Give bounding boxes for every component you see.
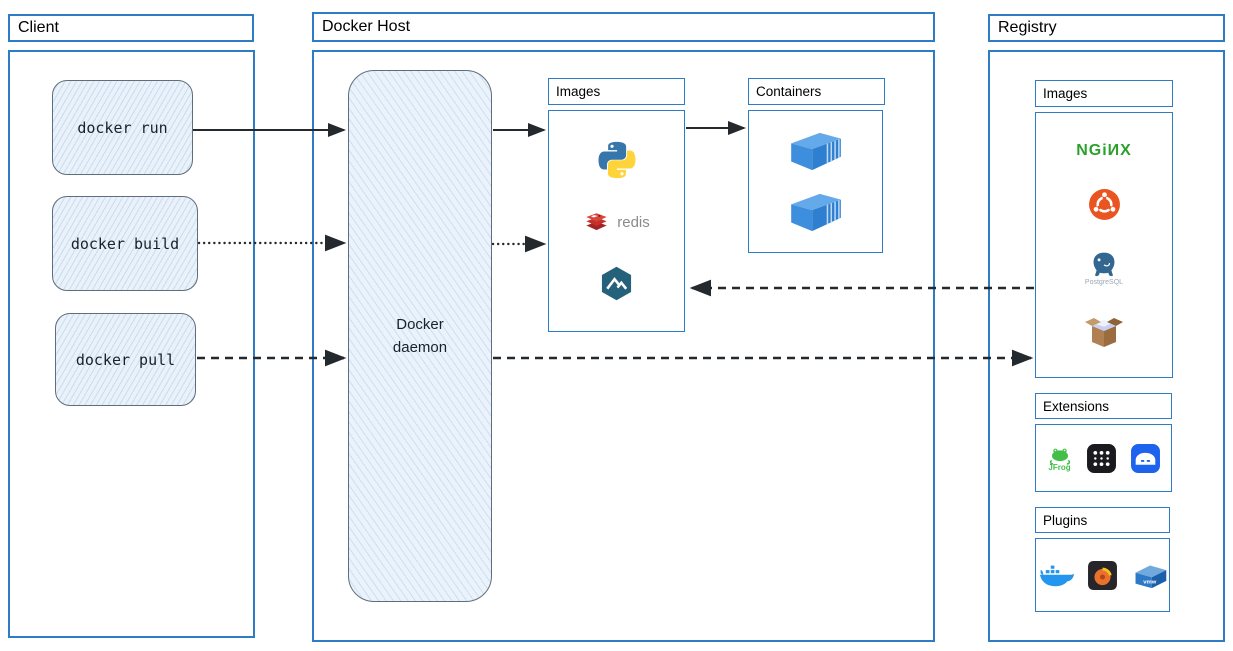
host-images-title-box: Images: [548, 78, 685, 105]
extensions-title-box: Extensions: [1035, 393, 1172, 419]
registry-images-title: Images: [1043, 86, 1088, 101]
docker-daemon-node: Docker daemon: [348, 70, 492, 602]
containers-box: [748, 110, 883, 253]
docker-run-node: docker run: [52, 80, 193, 175]
redis-label: redis: [617, 214, 650, 231]
docker-pull-node: docker pull: [55, 313, 196, 406]
docker-host-title: Docker Host: [322, 18, 411, 35]
containers-title-box: Containers: [748, 78, 885, 105]
docker-host-title-box: Docker Host: [312, 12, 935, 42]
jfrog-item: JFrog: [1047, 445, 1073, 472]
vmware-label: vmw: [1143, 579, 1156, 585]
jfrog-label: JFrog: [1048, 462, 1071, 472]
host-images-box: redis: [548, 110, 685, 332]
docker-run-label: docker run: [77, 118, 168, 137]
registry-images-title-box: Images: [1035, 80, 1173, 107]
grafana-logo: [1087, 560, 1117, 590]
jfrog-logo: [1049, 448, 1070, 465]
containers-title: Containers: [756, 84, 822, 99]
docker-build-node: docker build: [52, 196, 198, 291]
registry-images-box: NGiИX PostgreSQL: [1035, 112, 1173, 378]
drive-app-icon: [1130, 443, 1160, 473]
plugins-title-box: Plugins: [1035, 507, 1170, 533]
ubuntu-logo: [1088, 189, 1120, 221]
container-box-icon: [790, 132, 841, 171]
client-title-box: Client: [8, 14, 254, 42]
postgresql-logo: [1093, 252, 1115, 276]
busybox-box-icon: [1085, 318, 1123, 348]
python-logo: [598, 141, 635, 179]
redis-logo: [586, 213, 607, 231]
vmware-logo: vmw: [1135, 565, 1166, 588]
registry-title: Registry: [998, 19, 1057, 36]
registry-title-box: Registry: [988, 14, 1225, 42]
postgresql-label: PostgreSQL: [1084, 278, 1124, 286]
plugins-title: Plugins: [1043, 512, 1088, 528]
postgresql-item: PostgreSQL: [1085, 250, 1123, 286]
nginx-logo: NGiИX: [1076, 141, 1132, 159]
docker-whale-logo: [1038, 564, 1074, 586]
client-title: Client: [18, 19, 59, 36]
docker-build-label: docker build: [70, 234, 180, 253]
extensions-box: JFrog: [1035, 424, 1172, 492]
host-images-title: Images: [556, 84, 601, 99]
alpine-linux-logo: [601, 266, 632, 301]
grid-app-icon: [1086, 443, 1116, 473]
plugins-box: vmw: [1035, 538, 1170, 612]
docker-pull-label: docker pull: [75, 350, 176, 369]
container-box-icon: [790, 193, 841, 232]
redis-item: redis: [583, 209, 650, 236]
extensions-title: Extensions: [1043, 398, 1110, 414]
docker-daemon-label: Docker daemon: [392, 315, 448, 356]
